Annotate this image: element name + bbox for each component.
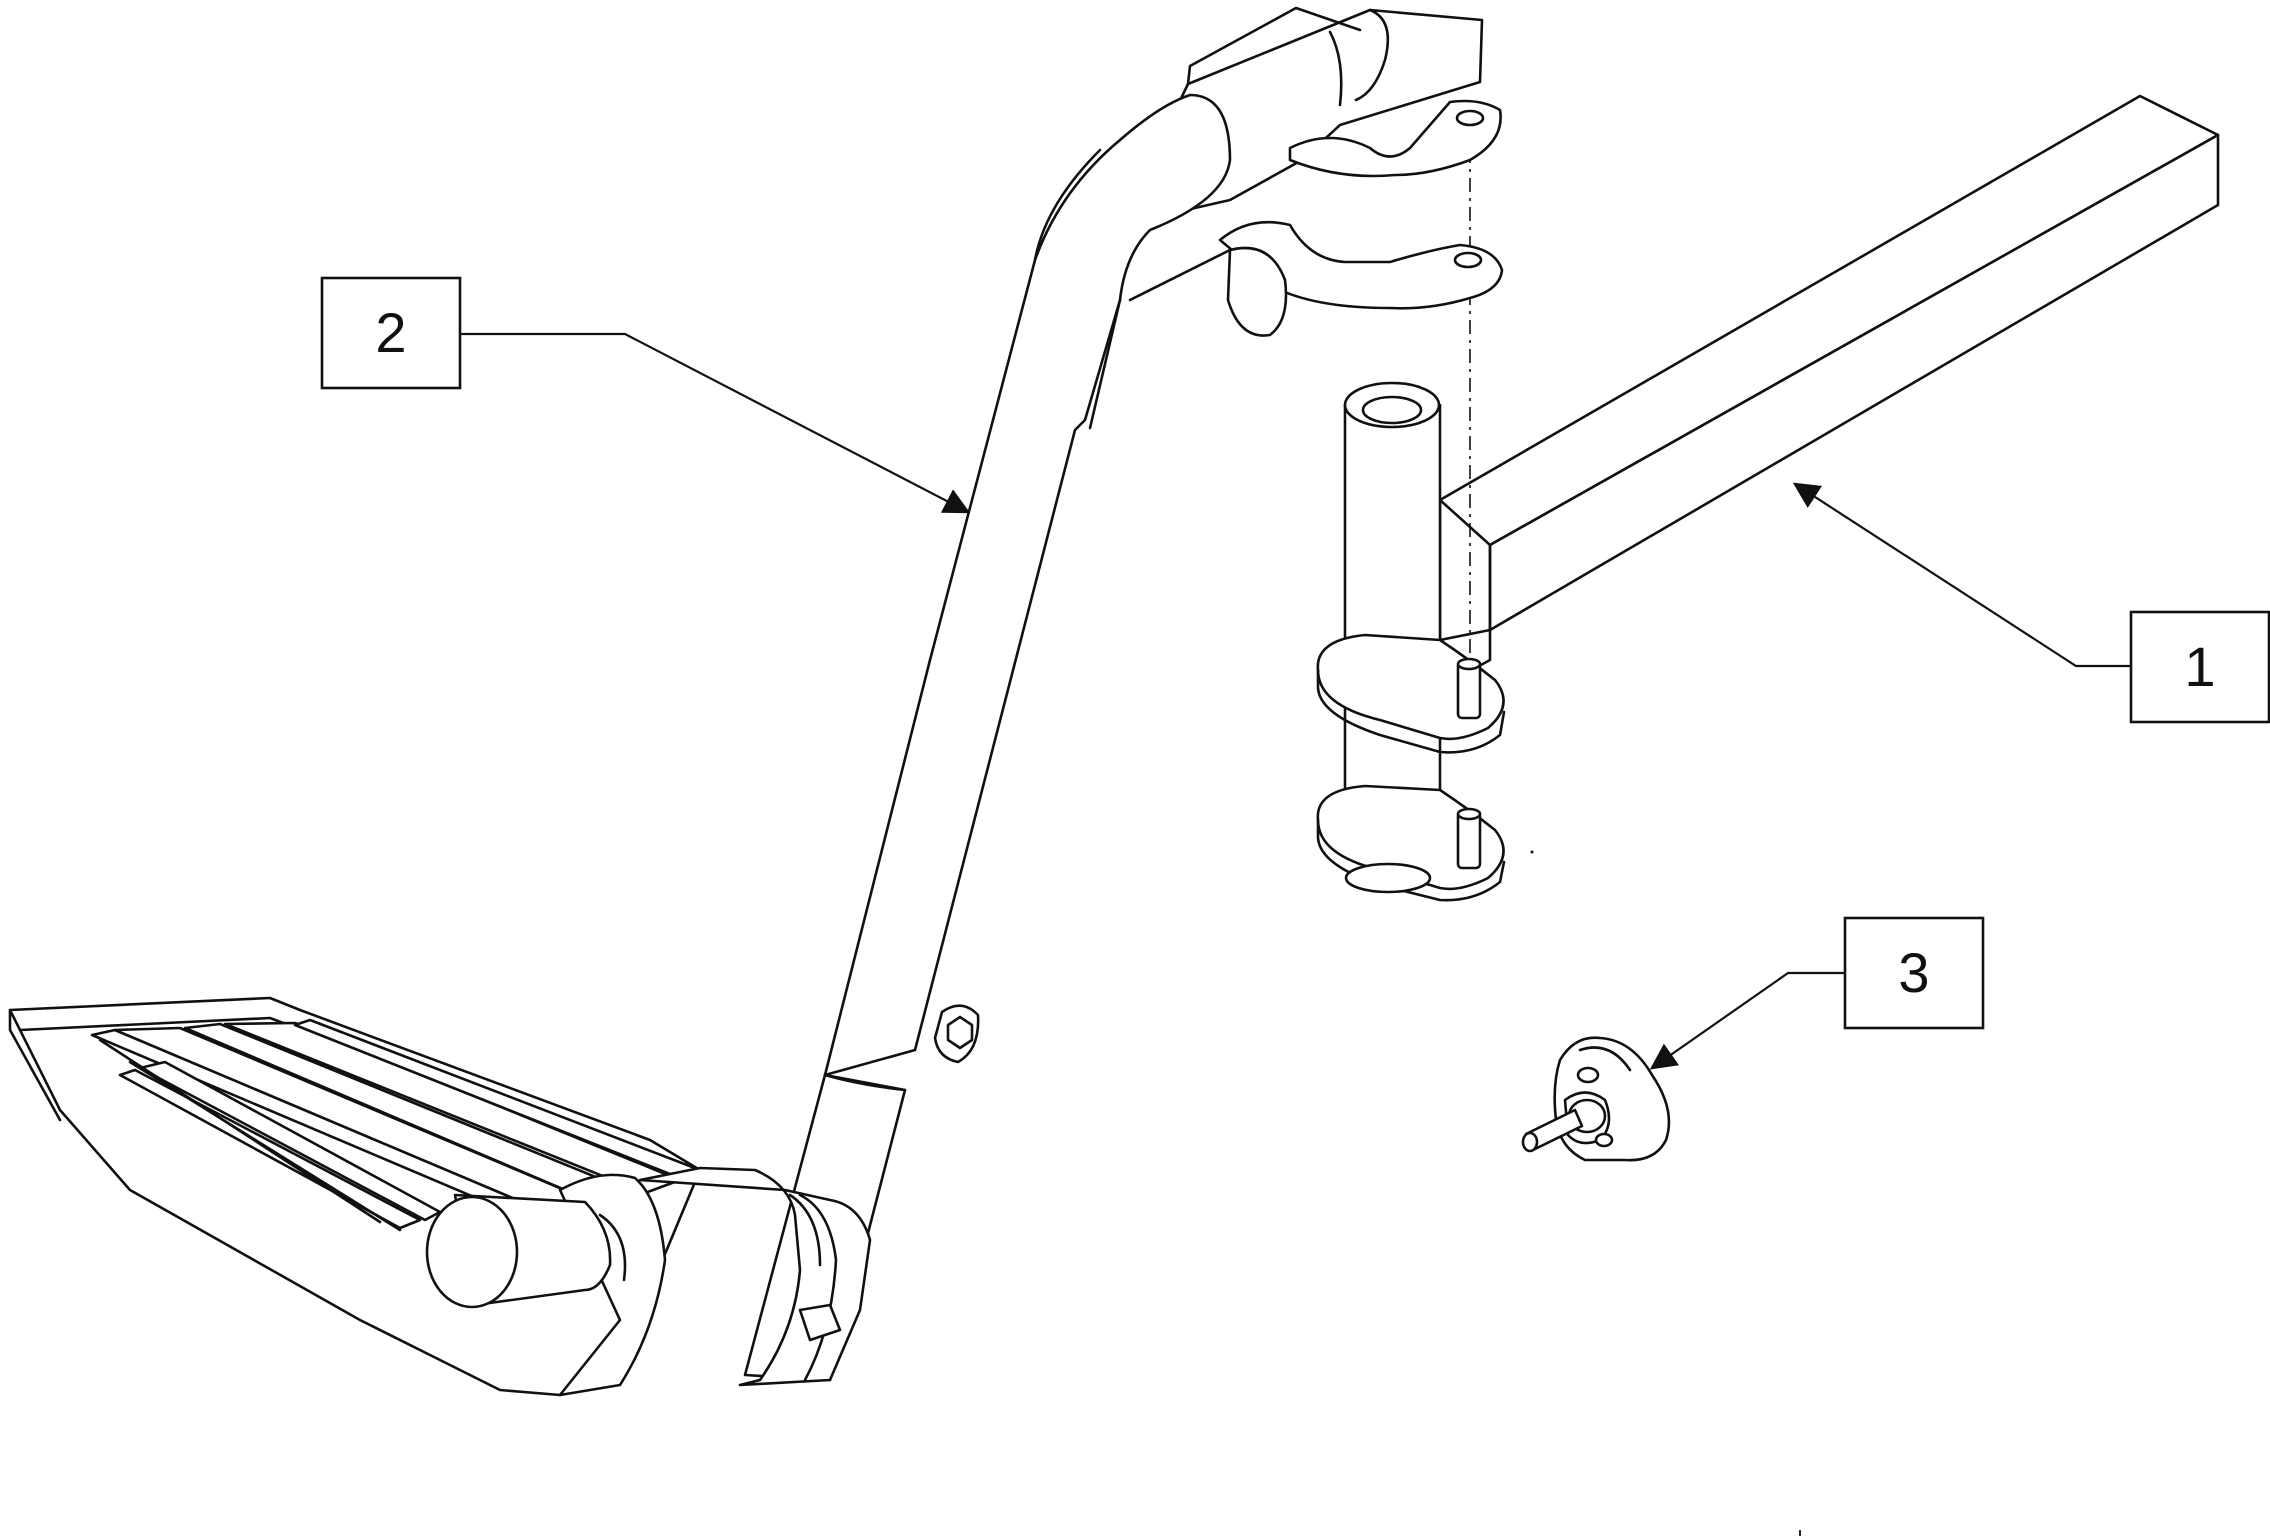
pivot-cap: [425, 1195, 519, 1309]
thumb-screw-knob-part: [1521, 1036, 1671, 1162]
vertical-post: [1343, 403, 1442, 842]
callout-1-label: 1: [2184, 635, 2215, 698]
callout-1-group: 1: [1792, 482, 2270, 724]
callout-3-leader: [1649, 971, 1845, 1070]
footplate: [8, 996, 872, 1397]
hanger-main-tube: [823, 93, 1232, 1077]
lower-clamp-plate: [1218, 220, 1504, 310]
callout-1-box: [2129, 610, 2270, 724]
callout-2-label: 2: [375, 301, 406, 364]
callout-2-box: [320, 276, 462, 390]
callout-2-group: 2: [320, 276, 971, 514]
callout-3-box: [1843, 916, 1985, 1030]
callout-3-label: 3: [1898, 941, 1929, 1004]
callout-3-group: 3: [1649, 916, 1985, 1070]
callout-2-leader: [460, 332, 971, 514]
footrest-hanger-part: [743, 6, 1504, 1382]
upper-pin: [1456, 660, 1482, 720]
lower-pin: [1456, 810, 1482, 870]
callout-1-leader: [1792, 482, 2131, 668]
upper-clamp-plate: [1288, 99, 1502, 178]
square-tube-top-face: [1438, 94, 2220, 547]
tube-collar: [1226, 246, 1288, 337]
lower-clamp-hole: [1453, 251, 1483, 269]
adjustment-bolt: [933, 1004, 980, 1064]
square-tube-side-face: [1488, 133, 2220, 632]
upper-clamp-hole: [1455, 109, 1485, 127]
frame-receiver-part: [1316, 94, 2220, 902]
footplate-tread-ribs: [90, 1018, 702, 1232]
